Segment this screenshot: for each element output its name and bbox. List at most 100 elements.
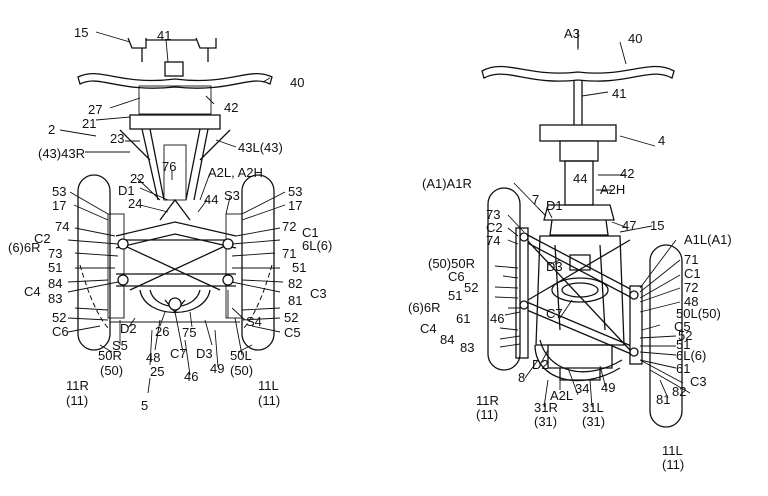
label-17-left: 17	[288, 198, 302, 213]
label-42: 42	[224, 100, 238, 115]
left-lower-cross-member	[116, 273, 236, 287]
right-left-plate	[629, 285, 643, 365]
label-15: 15	[74, 25, 88, 40]
label-61-upper: 61	[456, 311, 470, 326]
label-C5-right: C5	[674, 319, 691, 334]
label-S3: S3	[224, 188, 240, 203]
label-51-right: 51	[448, 288, 462, 303]
right-lower-arm	[521, 299, 637, 357]
label-76: 76	[162, 159, 176, 174]
right-pivot-c4	[519, 300, 529, 310]
label-A1R: (A1)A1R	[422, 176, 472, 191]
label-43R: (43)43R	[38, 146, 85, 161]
left-bracket-23	[129, 114, 221, 130]
label-44-right: 44	[573, 171, 587, 186]
label-74-right: 74	[486, 233, 500, 248]
label-26: 26	[155, 324, 169, 339]
label-74: 74	[55, 219, 69, 234]
label-C3: C3	[310, 286, 327, 301]
label-50R-paren: (50)	[100, 363, 123, 378]
label-53-right: 53	[52, 184, 66, 199]
label-49-right: 49	[601, 380, 615, 395]
label-C4-right: C4	[420, 321, 437, 336]
right-handlebar	[481, 65, 675, 82]
label-82-right: 82	[672, 384, 686, 399]
label-71: 71	[282, 246, 296, 261]
label-A2L-A2H: A2L, A2H	[208, 165, 263, 180]
label-8: 8	[518, 370, 525, 385]
label-40: 40	[290, 75, 304, 90]
label-50R-right: (50)50R	[428, 256, 475, 271]
label-C4: C4	[24, 284, 41, 299]
label-D2-right: D2	[532, 357, 549, 372]
left-stem-clamp	[164, 61, 184, 77]
label-84-right: 84	[440, 332, 454, 347]
label-51-left: 51	[292, 260, 306, 275]
right-right-plate	[515, 227, 529, 359]
label-73-right: 73	[486, 207, 500, 222]
label-D2: D2	[120, 321, 137, 336]
label-11L-right-paren: (11)	[662, 457, 684, 472]
left-center-pivot	[168, 297, 182, 311]
label-C5: C5	[284, 325, 301, 340]
left-leaders	[59, 31, 286, 394]
label-72: 72	[282, 219, 296, 234]
label-22: 22	[130, 171, 144, 186]
label-21: 21	[82, 116, 96, 131]
label-4: 4	[658, 133, 665, 148]
label-34: 34	[575, 381, 589, 396]
right-pivot-c1	[629, 290, 639, 300]
label-S4: S4	[246, 314, 262, 329]
right-pivot-c2	[519, 232, 529, 242]
left-upper-tube-15	[127, 37, 217, 62]
right-flywheel-inner	[561, 282, 599, 298]
right-labels: A3 40 41 4 42 44 A2H (A1)A1R 7 D1 73 47 …	[408, 26, 732, 472]
label-C1-right: C1	[684, 266, 701, 281]
label-11L-paren: (11)	[258, 393, 280, 408]
label-A3: A3	[564, 26, 580, 41]
label-48-right: 48	[684, 294, 698, 309]
label-25: 25	[150, 364, 164, 379]
label-31R: 31R	[534, 400, 558, 415]
label-A2H: A2H	[600, 182, 625, 197]
label-C6-right: C6	[448, 269, 465, 284]
label-75: 75	[182, 325, 196, 340]
label-C2: C2	[34, 231, 51, 246]
left-upper-cross-member	[115, 221, 237, 249]
label-11R-right-paren: (11)	[476, 407, 498, 422]
label-41: 41	[157, 28, 171, 43]
right-leaders	[494, 41, 691, 408]
label-27: 27	[88, 102, 102, 117]
label-46-right: 46	[490, 311, 504, 326]
right-head-block	[539, 124, 617, 142]
label-C2-right: C2	[486, 220, 503, 235]
label-11R-paren: (11)	[66, 393, 88, 408]
label-50L-right: 50L(50)	[676, 306, 721, 321]
right-pipe-curve	[534, 339, 623, 382]
left-pivot-c3	[222, 274, 234, 286]
label-C6: C6	[52, 324, 69, 339]
label-11R: 11R	[66, 378, 89, 393]
label-42-right: 42	[620, 166, 634, 181]
label-40-right: 40	[628, 31, 642, 46]
label-41-right: 41	[612, 86, 626, 101]
label-C3-right: C3	[690, 374, 707, 389]
right-flywheel-outer	[551, 277, 609, 303]
label-43L: 43L(43)	[238, 140, 283, 155]
label-50R: 50R	[98, 348, 122, 363]
label-A2L-right: A2L	[550, 388, 573, 403]
label-C7-right: C7	[546, 306, 563, 321]
label-6L-right: 6L(6)	[676, 348, 706, 363]
label-52-left: 52	[284, 310, 298, 325]
label-71-right: 71	[684, 252, 698, 267]
label-31L: 31L	[582, 400, 604, 415]
label-6R: (6)6R	[8, 240, 41, 255]
label-52-right: 52	[464, 280, 478, 295]
left-right-side-bracket	[107, 213, 125, 319]
left-labels: 15 41 40 42 27 21 23 2 (43)43R 43L(43) 7…	[8, 25, 332, 413]
label-5: 5	[141, 398, 148, 413]
label-15-right: 15	[650, 218, 664, 233]
label-44: 44	[204, 192, 218, 207]
label-53-left: 53	[288, 184, 302, 199]
